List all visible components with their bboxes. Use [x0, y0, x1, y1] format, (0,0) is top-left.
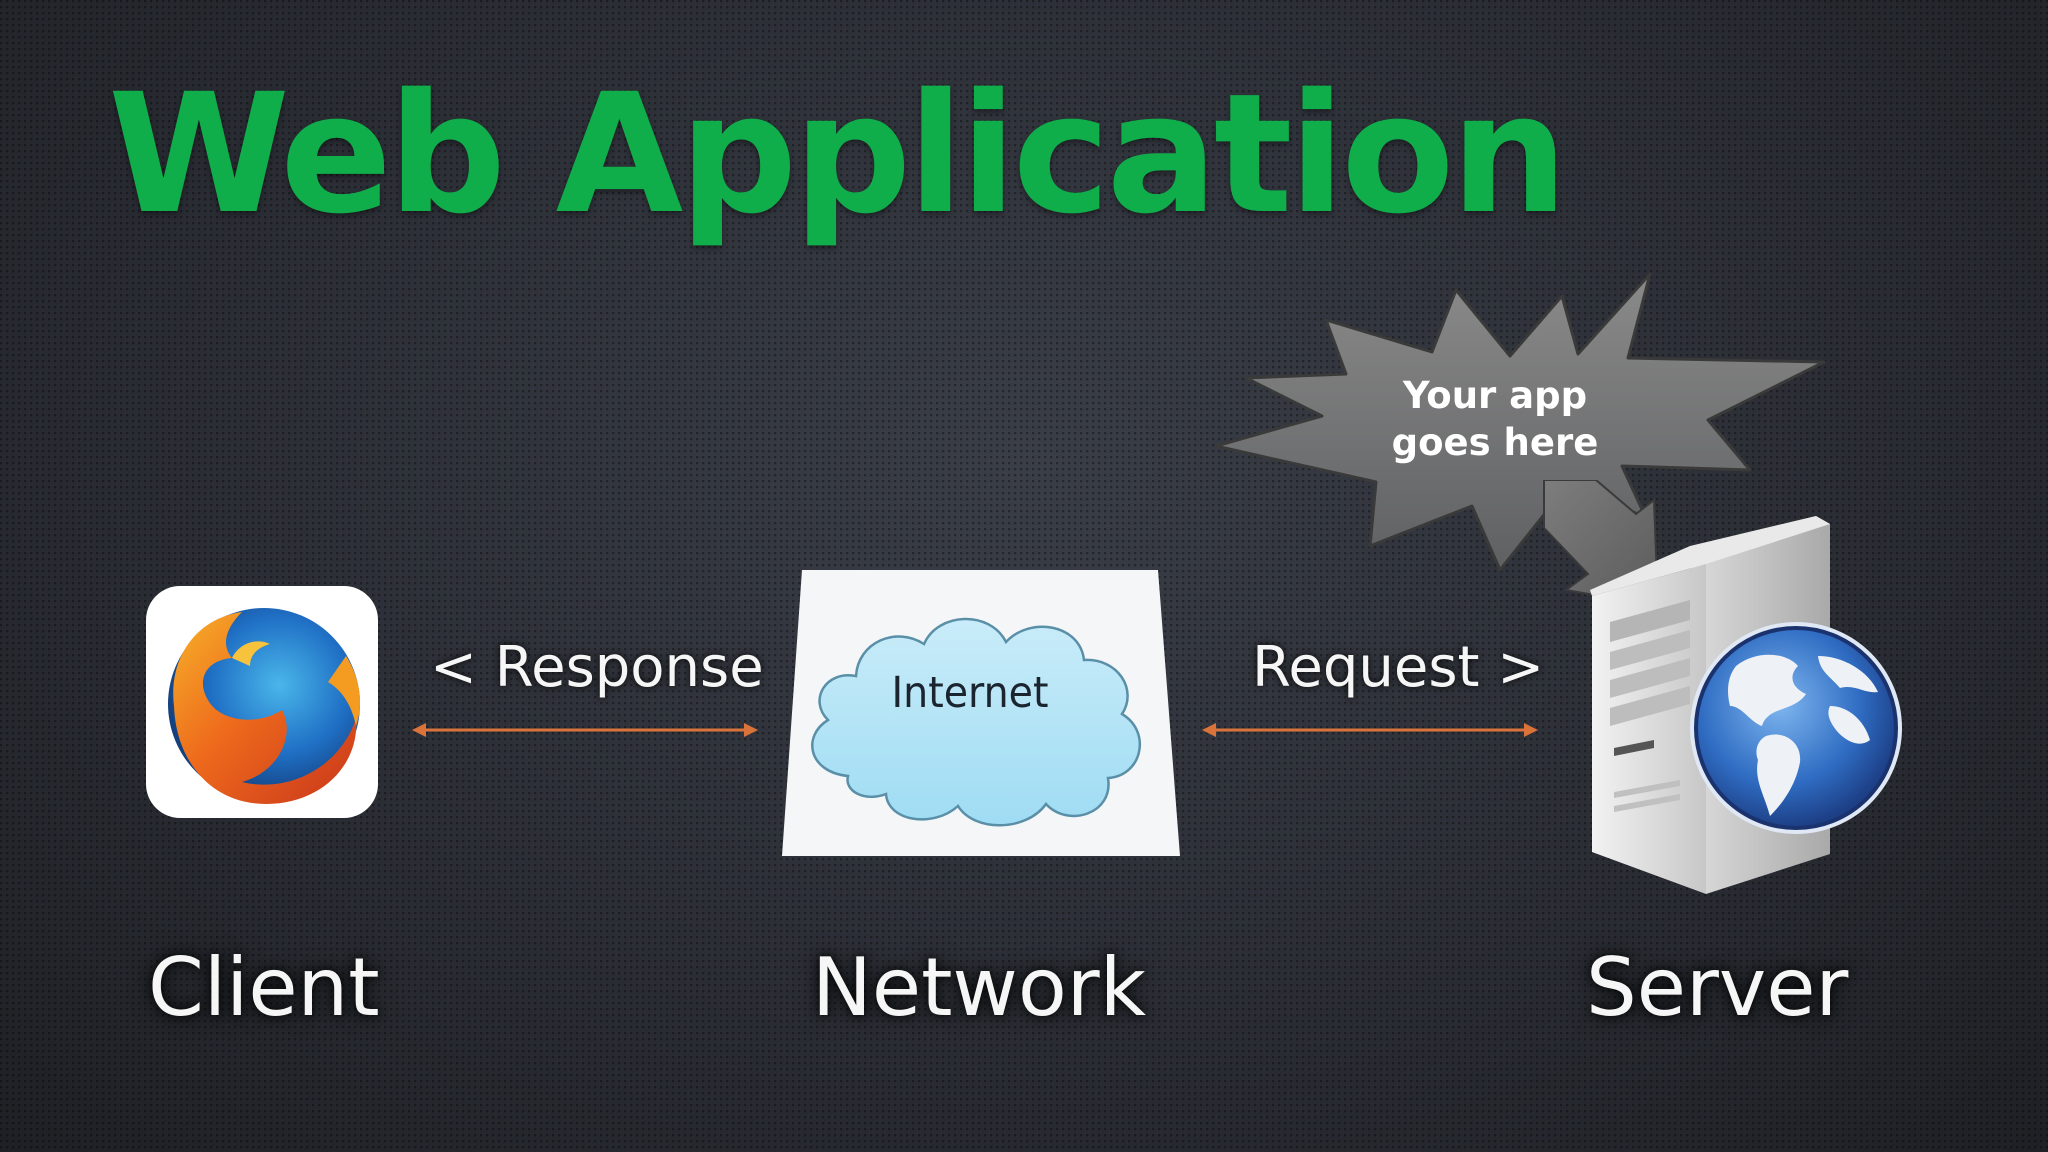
- web-server-icon: [1543, 480, 1902, 894]
- slide-title: Web Application: [108, 58, 1568, 250]
- server-label: Server: [1586, 941, 1849, 1034]
- internet-cloud-icon: [782, 570, 1180, 856]
- firefox-browser-icon: [146, 586, 378, 818]
- network-label: Network: [812, 941, 1147, 1034]
- client-label: Client: [148, 941, 380, 1034]
- callout-text: Your app goes here: [1360, 372, 1630, 466]
- callout-line-2: goes here: [1391, 421, 1599, 464]
- request-arrow: [1202, 723, 1538, 737]
- request-arrow-label: Request >: [1252, 635, 1545, 700]
- callout-burst: [1214, 272, 1826, 572]
- response-arrow: [412, 723, 758, 737]
- callout-line-1: Your app: [1402, 374, 1588, 417]
- response-arrow-label: < Response: [430, 635, 764, 700]
- internet-cloud-label: Internet: [891, 668, 1049, 718]
